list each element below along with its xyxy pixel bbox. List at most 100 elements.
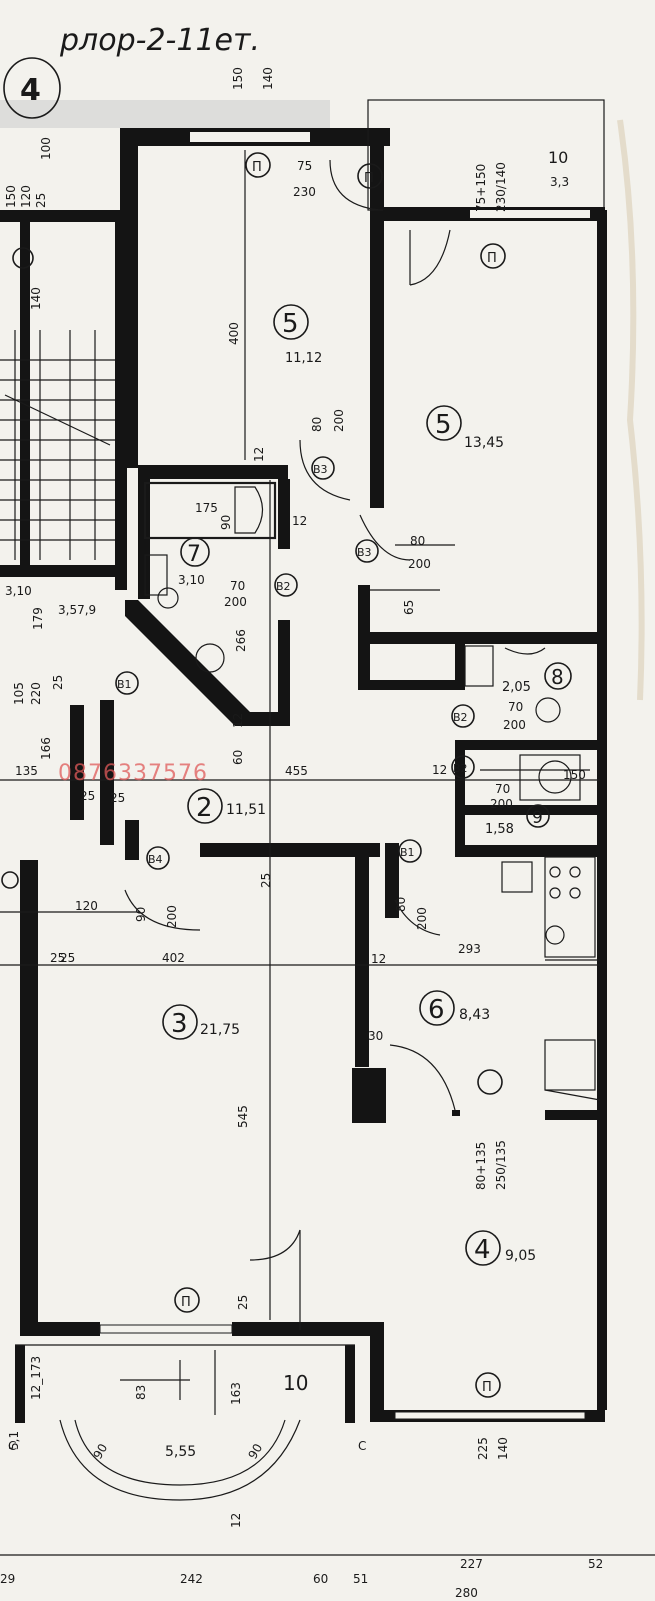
svg-text:25: 25	[50, 951, 65, 965]
svg-text:П: П	[181, 1295, 191, 1310]
room-6-circle	[419, 990, 455, 1026]
svg-text:70: 70	[230, 579, 245, 593]
svg-text:150: 150	[231, 67, 245, 90]
svg-text:120: 120	[19, 185, 33, 208]
svg-text:227: 227	[460, 1557, 483, 1571]
room-5b-area: 13,45	[464, 435, 504, 451]
svg-text:12: 12	[252, 447, 266, 462]
svg-text:51: 51	[353, 1572, 368, 1586]
svg-text:200: 200	[165, 905, 179, 928]
svg-text:3,10: 3,10	[5, 584, 32, 598]
svg-text:70: 70	[508, 700, 523, 714]
room-10a-area: 3,3	[550, 175, 569, 189]
svg-text:150: 150	[563, 768, 586, 782]
room-7-area: 3,10	[178, 573, 205, 587]
svg-text:200: 200	[490, 797, 513, 811]
sheet-number: 4	[20, 73, 41, 108]
svg-text:80: 80	[394, 897, 408, 912]
wc-toilet	[195, 643, 225, 673]
svg-text:400: 400	[227, 322, 241, 345]
svg-text:230: 230	[293, 185, 316, 199]
svg-text:200: 200	[503, 718, 526, 732]
room-10b-id: 10	[283, 1371, 308, 1395]
room9-washer	[519, 754, 581, 801]
walls	[0, 99, 607, 1422]
room-5b-circle	[426, 405, 462, 441]
svg-text:80: 80	[410, 534, 425, 548]
kitchen-stove-burner	[545, 925, 565, 945]
svg-text:140: 140	[496, 1437, 510, 1460]
svg-text:25: 25	[110, 791, 125, 805]
door-swings	[59, 159, 456, 1501]
svg-text:242: 242	[180, 1572, 203, 1586]
svg-text:12: 12	[229, 1513, 243, 1528]
room-9-id: 9	[532, 808, 543, 828]
svg-text:25: 25	[236, 1295, 250, 1310]
svg-text:166: 166	[39, 737, 53, 760]
kitchen-sink	[501, 861, 533, 893]
svg-text:В1: В1	[400, 846, 415, 859]
svg-text:135: 135	[15, 764, 38, 778]
wc-sink	[144, 554, 168, 596]
svg-text:12: 12	[231, 713, 245, 728]
room-4-id: 4	[474, 1235, 491, 1265]
sheet-number-circle	[3, 57, 61, 119]
svg-text:200: 200	[408, 557, 431, 571]
svg-text:175: 175	[195, 501, 218, 515]
room-2-area: 11,51	[226, 802, 266, 818]
svg-text:105: 105	[12, 682, 26, 705]
svg-text:75: 75	[297, 159, 312, 173]
staircase	[0, 330, 115, 560]
room-9-area: 1,58	[485, 822, 514, 837]
svg-text:200: 200	[415, 907, 429, 930]
svg-text:225: 225	[476, 1437, 490, 1460]
header-handwritten: рлор-2-11ет.	[59, 23, 260, 58]
svg-text:70: 70	[495, 782, 510, 796]
svg-text:12_173: 12_173	[29, 1356, 43, 1400]
room8-basin	[504, 647, 546, 655]
svg-text:В3: В3	[313, 463, 328, 476]
svg-text:П: П	[364, 171, 374, 186]
svg-text:60: 60	[231, 750, 245, 765]
svg-text:220: 220	[29, 682, 43, 705]
svg-text:В2: В2	[453, 762, 468, 775]
room-4-circle	[465, 1230, 501, 1266]
svg-text:179: 179	[31, 607, 45, 630]
svg-text:100: 100	[39, 137, 53, 160]
kitchen-fridge	[544, 1039, 596, 1091]
room-6-area: 8,43	[459, 1007, 490, 1023]
room-5a-id: 5	[282, 309, 299, 339]
bathtub	[143, 481, 277, 540]
svg-text:C: C	[358, 1439, 366, 1453]
room-10b-area: 5,55	[165, 1444, 196, 1460]
svg-text:280: 280	[455, 1586, 478, 1600]
svg-text:12: 12	[371, 952, 386, 966]
svg-text:402: 402	[162, 951, 185, 965]
svg-text:29: 29	[0, 1572, 15, 1586]
svg-text:25: 25	[51, 675, 65, 690]
phone-watermark: 0876337576	[58, 761, 208, 786]
svg-text:В2: В2	[276, 580, 291, 593]
room-2-circle	[187, 788, 223, 824]
room-10a-id: 10	[548, 148, 568, 167]
door-markers: В3 В3 В2 В1 В2 В2 В4 В1	[115, 456, 475, 870]
svg-text:25: 25	[259, 873, 273, 888]
svg-text:12: 12	[292, 514, 307, 528]
svg-text:П: П	[482, 1380, 492, 1395]
paper-stain	[617, 119, 645, 701]
svg-text:150: 150	[4, 185, 18, 208]
svg-text:52: 52	[588, 1557, 603, 1571]
room-3-circle	[162, 1004, 198, 1040]
svg-text:C: C	[8, 1439, 16, 1453]
svg-text:65: 65	[402, 600, 416, 615]
svg-text:200: 200	[224, 595, 247, 609]
svg-text:П: П	[252, 160, 262, 175]
svg-text:30: 30	[368, 1029, 383, 1043]
room-labels: 5 11,12 5 13,45 7 3,10 8 2,05 9 1,58 2 1…	[162, 148, 572, 1460]
svg-text:230/140: 230/140	[494, 162, 508, 212]
svg-text:163: 163	[229, 1382, 243, 1405]
svg-text:В2: В2	[453, 711, 468, 724]
svg-text:В1: В1	[117, 678, 132, 691]
svg-text:12: 12	[432, 763, 447, 777]
room-5b-id: 5	[435, 410, 452, 440]
